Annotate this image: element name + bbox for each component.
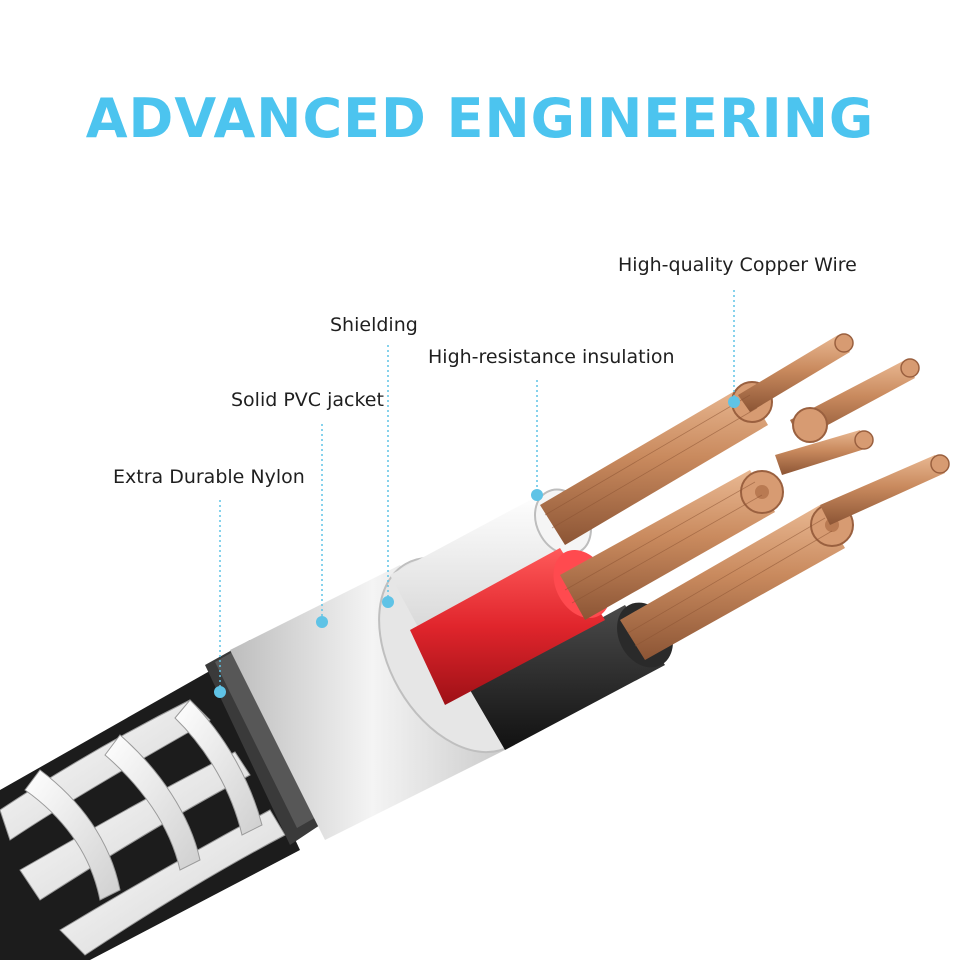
marker-copper [728, 396, 740, 408]
copper-bundle-5 [775, 430, 874, 475]
label-shielding: Shielding [330, 314, 418, 336]
label-nylon: Extra Durable Nylon [113, 466, 305, 488]
marker-shielding [382, 596, 394, 608]
marker-insulation [531, 489, 543, 501]
copper-bundle-2 [738, 333, 854, 412]
copper-bundle-3 [790, 358, 920, 443]
label-pvc-jacket: Solid PVC jacket [231, 389, 384, 411]
headline: ADVANCED ENGINEERING [85, 87, 875, 150]
braided-nylon-sleeve [0, 668, 300, 960]
copper-strands [540, 333, 950, 660]
copper-bundle-4 [560, 470, 784, 620]
copper-bundle-6 [620, 454, 950, 660]
label-copper-wire: High-quality Copper Wire [618, 254, 857, 276]
marker-pvc [316, 616, 328, 628]
label-insulation: High-resistance insulation [428, 346, 675, 368]
marker-nylon [214, 686, 226, 698]
